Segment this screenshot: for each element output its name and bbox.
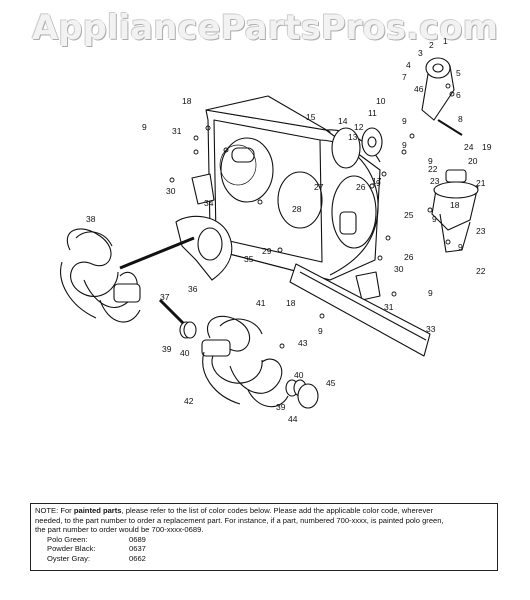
part-label: 21 — [476, 178, 486, 188]
note-line-1-rest: , please refer to the list of color code… — [121, 506, 434, 515]
right-auger — [201, 315, 289, 408]
part-label: 10 — [376, 96, 386, 106]
part-label: 18 — [286, 298, 296, 308]
part-labels: 1 2 3 4 5 6 7 8 9 9 9 9 9 9 9 9 9 10 11 … — [86, 36, 492, 424]
part-label: 12 — [354, 122, 364, 132]
color-row: Oyster Gray: 0662 — [35, 554, 493, 564]
watermark-logo: AppliancePartsPros.com — [31, 8, 498, 48]
color-code: 0662 — [129, 553, 146, 563]
bearing-assembly — [331, 127, 383, 169]
part-label: 2 — [429, 40, 434, 50]
left-auger — [60, 228, 141, 323]
part-label: 3 — [418, 48, 423, 58]
part-label: 36 — [188, 284, 198, 294]
part-label: 11 — [368, 108, 377, 118]
end-bearings — [179, 321, 319, 409]
color-code: 0637 — [129, 544, 146, 554]
part-label: 45 — [326, 378, 336, 388]
note-line-3: the part number to order would be 700-xx… — [35, 525, 204, 535]
part-label: 25 — [404, 210, 414, 220]
part-label: 31 — [172, 126, 182, 136]
part-label: 40 — [180, 348, 190, 358]
part-label: 39 — [276, 402, 286, 412]
part-label: 9 — [432, 214, 437, 224]
part-label: 42 — [184, 396, 194, 406]
part-label: 44 — [288, 414, 298, 424]
part-label: 46 — [414, 84, 424, 94]
part-label: 29 — [262, 246, 272, 256]
part-label: 4 — [406, 60, 411, 70]
part-label: 15 — [306, 112, 316, 122]
shave-plate — [289, 263, 431, 357]
note-bold: painted parts — [73, 506, 122, 515]
part-label: 43 — [298, 338, 308, 348]
impeller-cover — [175, 215, 233, 281]
idler-assembly — [421, 57, 463, 136]
part-label: 18 — [182, 96, 192, 106]
part-label: 14 — [338, 116, 348, 126]
color-code-note: NOTE: For painted parts, please refer to… — [30, 503, 498, 571]
part-label: 23 — [476, 226, 486, 236]
part-label: 26 — [356, 182, 366, 192]
part-label: 31 — [384, 302, 394, 312]
color-row: Powder Black: 0637 — [35, 544, 493, 554]
part-label: 35 — [244, 254, 254, 264]
part-label: 7 — [402, 72, 407, 82]
part-label: 9 — [318, 326, 323, 336]
part-label: 6 — [456, 90, 461, 100]
part-label: 1 — [443, 36, 448, 46]
part-label: 5 — [456, 68, 461, 78]
part-label: 41 — [256, 298, 266, 308]
part-label: 28 — [292, 204, 302, 214]
part-label: 19 — [482, 142, 492, 152]
fasteners — [169, 83, 455, 349]
note-line-1: NOTE: For painted parts, please refer to… — [35, 506, 493, 516]
part-label: 9 — [402, 140, 407, 150]
part-label: 27 — [314, 182, 324, 192]
color-code: 0689 — [129, 534, 146, 544]
part-label: 33 — [426, 324, 436, 334]
color-name: Powder Black: — [47, 544, 96, 554]
part-label: 9 — [458, 242, 463, 252]
part-label: 40 — [294, 370, 304, 380]
part-label: 37 — [160, 292, 170, 302]
part-label: 8 — [458, 114, 463, 124]
part-label: 18 — [450, 200, 460, 210]
note-line-2: needed, to the part number to order a re… — [35, 515, 444, 525]
part-label: 26 — [404, 252, 414, 262]
part-label: 20 — [468, 156, 478, 166]
part-label: 30 — [394, 264, 404, 274]
part-label: 9 — [376, 178, 381, 188]
part-label: 9 — [428, 288, 433, 298]
exploded-parts-diagram: 1 2 3 4 5 6 7 8 9 9 9 9 9 9 9 9 9 10 11 … — [60, 36, 492, 424]
color-name: Polo Green: — [47, 534, 88, 544]
part-label: 23 — [430, 176, 440, 186]
part-label: 22 — [476, 266, 486, 276]
part-label: 24 — [464, 142, 474, 152]
color-row: Polo Green: 0689 — [35, 535, 493, 545]
part-label: 38 — [86, 214, 96, 224]
part-label: 9 — [428, 156, 433, 166]
note-prefix: NOTE: For — [35, 506, 74, 515]
part-label: 17 — [372, 176, 382, 186]
chute-assembly — [431, 169, 479, 253]
part-label: 39 — [162, 344, 172, 354]
part-label: 9 — [402, 116, 407, 126]
skid-shoes — [191, 173, 381, 301]
color-name: Oyster Gray: — [47, 553, 91, 563]
part-label: 34 — [204, 198, 214, 208]
part-label: 9 — [142, 122, 147, 132]
part-label: 30 — [166, 186, 176, 196]
part-label: 13 — [348, 132, 358, 142]
part-label: 22 — [428, 164, 438, 174]
